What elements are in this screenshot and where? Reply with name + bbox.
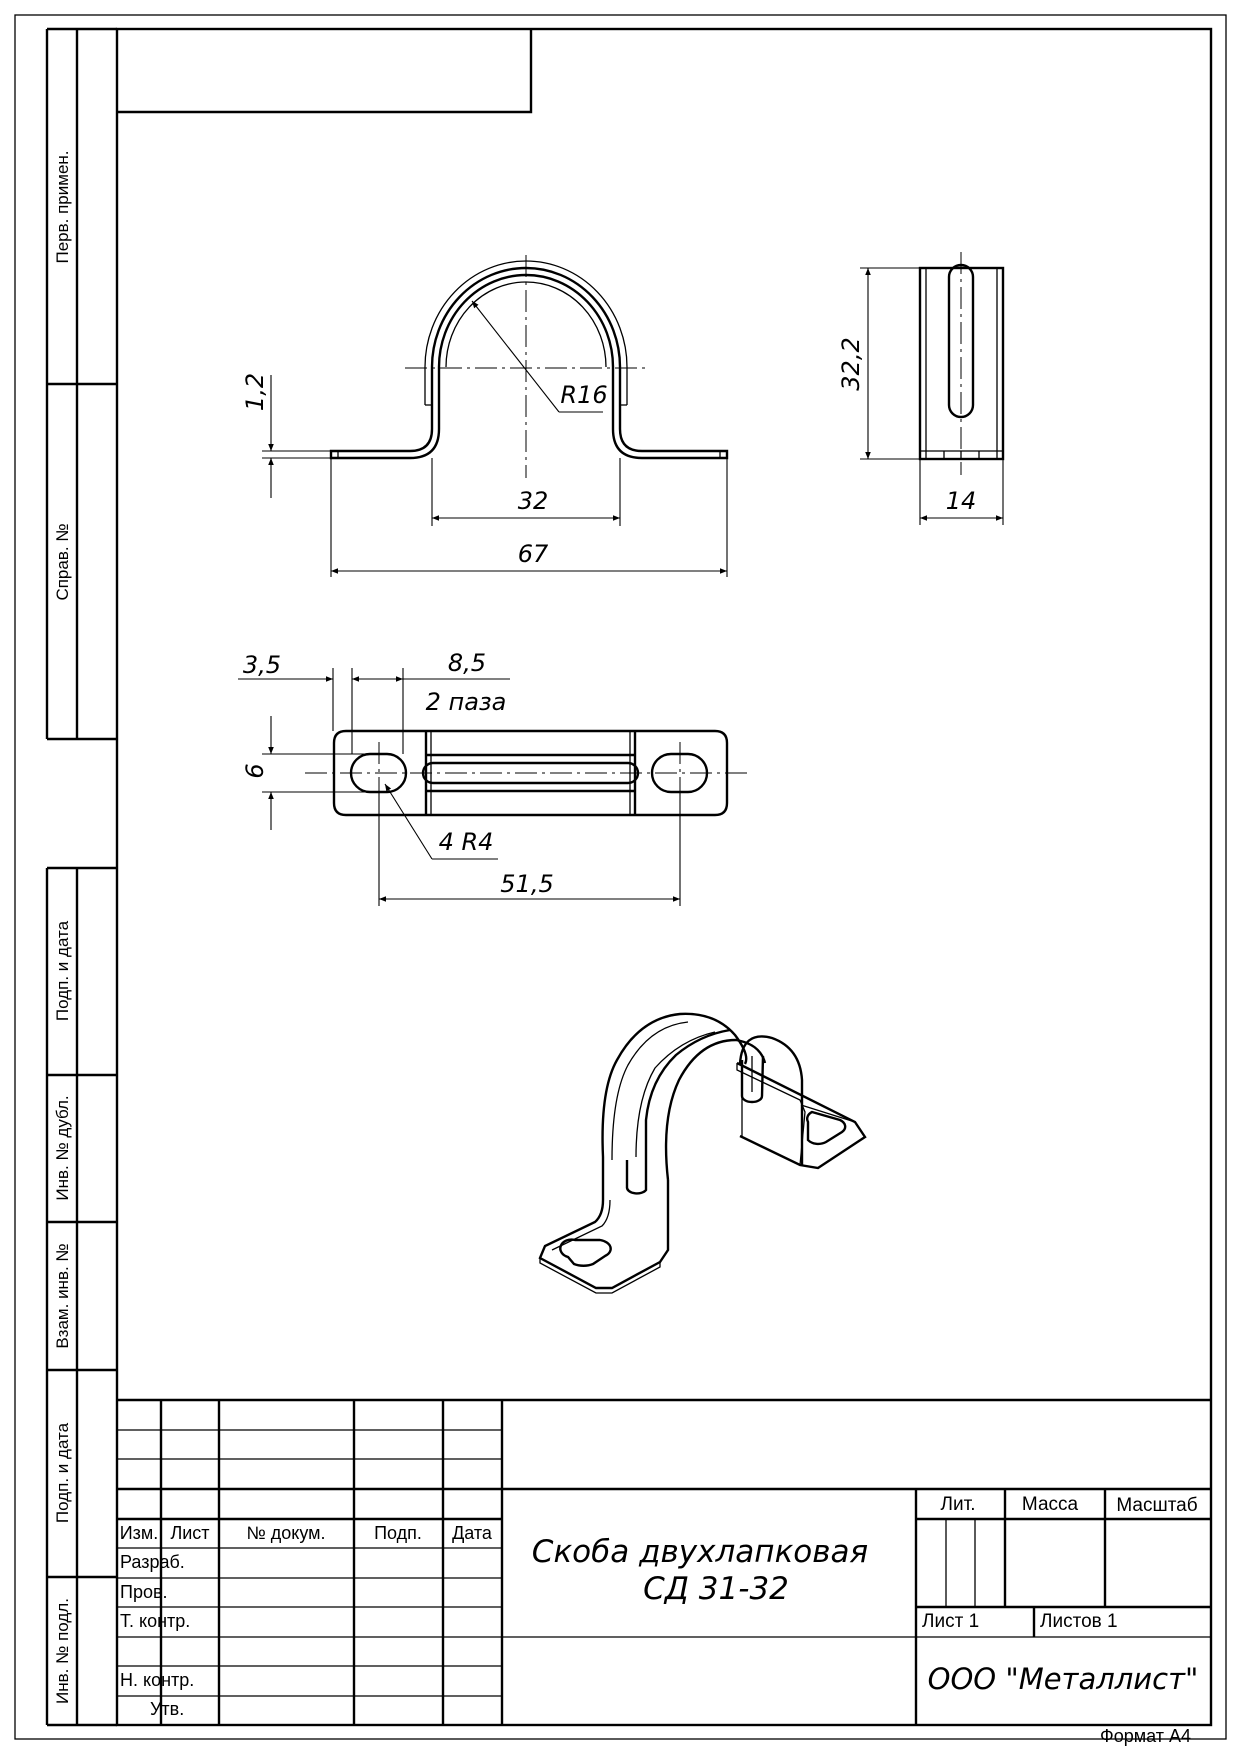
format-label: Формат А4 [1100, 1726, 1191, 1746]
dim-width: 14 [946, 487, 977, 515]
header-data: Дата [452, 1523, 493, 1543]
role-t-kontr: Т. контр. [120, 1611, 190, 1631]
title-block: Изм. Лист № докум. Подп. Дата Разраб. Пр… [117, 1398, 1211, 1725]
header-list: Лист [170, 1523, 209, 1543]
dim-slot-count: 2 паза [426, 688, 507, 716]
slot-right [650, 752, 709, 794]
role-razrab: Разраб. [120, 1552, 185, 1572]
dim-inner-width: 32 [518, 487, 549, 515]
strip-label-perv-primen: Перв. примен. [53, 150, 72, 263]
top-left-box [117, 29, 533, 114]
header-izm: Изм. [120, 1523, 159, 1543]
role-prov: Пров. [120, 1582, 168, 1602]
part-designation: СД 31-32 [643, 1571, 789, 1607]
label-masshtab: Масштаб [1116, 1495, 1197, 1516]
header-podp: Подп. [374, 1523, 422, 1543]
dim-slot-width: 6 [241, 763, 269, 778]
part-title: Скоба двухлапковая [532, 1534, 868, 1570]
outer-border [14, 14, 1227, 1740]
dim-edge-offset: 3,5 [243, 651, 281, 679]
dim-corner-radius: 4 R4 [439, 828, 494, 856]
strip-label-inv-no-podl: Инв. № подл. [53, 1598, 72, 1704]
strip-label-podp-data-top: Подп. и дата [53, 920, 72, 1021]
slot-left [349, 752, 408, 794]
strip-label-sprav-no: Справ. № [53, 523, 72, 600]
dim-slot-length: 8,5 [448, 649, 486, 677]
role-utv: Утв. [150, 1699, 184, 1719]
left-strip: Перв. примен. Справ. № Подп. и дата Инв.… [45, 27, 117, 1727]
isometric-view [538, 1012, 867, 1294]
label-massa: Масса [1022, 1494, 1079, 1515]
header-doc-no: № докум. [246, 1523, 325, 1543]
top-view: 3,5 8,5 2 паза 6 4 R4 51,5 [238, 649, 748, 906]
organization-name: ООО "Металлист" [928, 1662, 1199, 1696]
side-view: 32,2 14 [837, 252, 1005, 525]
drawing-frame [115, 27, 1213, 1727]
strip-label-vzam-inv-no: Взам. инв. № [53, 1243, 72, 1348]
role-n-kontr: Н. контр. [120, 1670, 194, 1690]
label-lit: Лит. [941, 1494, 976, 1515]
label-sheets: Листов 1 [1040, 1611, 1118, 1632]
strip-label-inv-no-dubl: Инв. № дубл. [53, 1095, 72, 1200]
dim-hole-spacing: 51,5 [500, 870, 553, 898]
dim-radius: R16 [560, 381, 607, 409]
dim-height: 32,2 [837, 337, 865, 390]
dim-thickness: 1,2 [241, 373, 269, 411]
front-view-outline-outer [329, 266, 729, 460]
strip-label-podp-data-bottom: Подп. и дата [53, 1422, 72, 1523]
front-view: 1,2 R16 32 67 [241, 255, 729, 577]
label-sheet: Лист 1 [922, 1611, 979, 1632]
dim-overall-length: 67 [518, 540, 549, 568]
